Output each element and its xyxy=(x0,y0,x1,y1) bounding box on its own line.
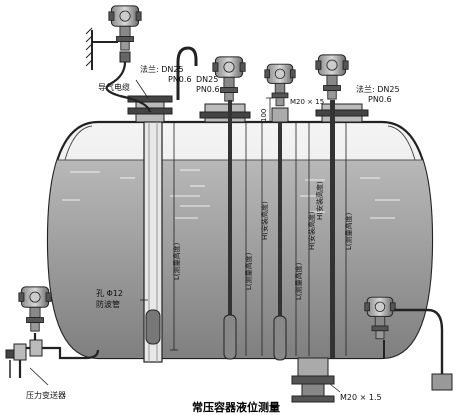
label-flange-left-1: 法兰: DN25 xyxy=(140,64,184,74)
left-pressure-transmitter xyxy=(5,286,100,378)
label-rod-3: L(测量高度) xyxy=(294,262,303,300)
label-rod-1: L(测量高度) xyxy=(172,242,181,280)
bottom-outlet xyxy=(291,357,335,403)
label-rod-4: L(测量高度) xyxy=(344,212,353,250)
label-flange-right-1: 法兰: DN25 xyxy=(356,84,400,94)
label-flange-left-2: PN0.6 xyxy=(168,75,192,84)
probe-2 xyxy=(212,56,246,360)
leader-lines xyxy=(29,79,341,393)
dimension-lines xyxy=(170,97,347,356)
vent-pipe xyxy=(176,46,198,100)
label-rod-2b: H(安装高度) xyxy=(260,201,269,240)
wave-tube xyxy=(143,121,163,363)
label-flange-right-2: PN0.6 xyxy=(368,95,392,104)
diagram-caption: 常压容器液位测量 xyxy=(192,400,280,414)
label-vent-cable: 导气电缆 xyxy=(98,82,130,92)
label-pressure-transmitter: 压力变送器 xyxy=(26,390,66,400)
label-flange-mid-1: DN25 xyxy=(196,75,218,84)
label-m20-top: M20 × 15 xyxy=(290,98,324,106)
label-rod-2: L(测量高度) xyxy=(244,252,253,290)
probe-3 xyxy=(264,63,296,361)
label-bottom-thread: M20 × 1.5 xyxy=(340,393,382,402)
left-transmitter xyxy=(85,5,152,113)
right-transmitter xyxy=(364,296,453,391)
label-rod-4b: H(安装高度) xyxy=(315,181,324,220)
label-wave-tube: 防波管 xyxy=(96,299,120,309)
label-rod-3b: H(安装高度) xyxy=(307,211,316,250)
label-dim-100: 100 xyxy=(260,109,268,122)
label-hole: 孔 Φ12 xyxy=(96,289,123,298)
label-flange-mid-2: PN0.6 xyxy=(196,85,220,94)
probe-4 xyxy=(315,54,349,358)
liquid xyxy=(48,159,432,358)
